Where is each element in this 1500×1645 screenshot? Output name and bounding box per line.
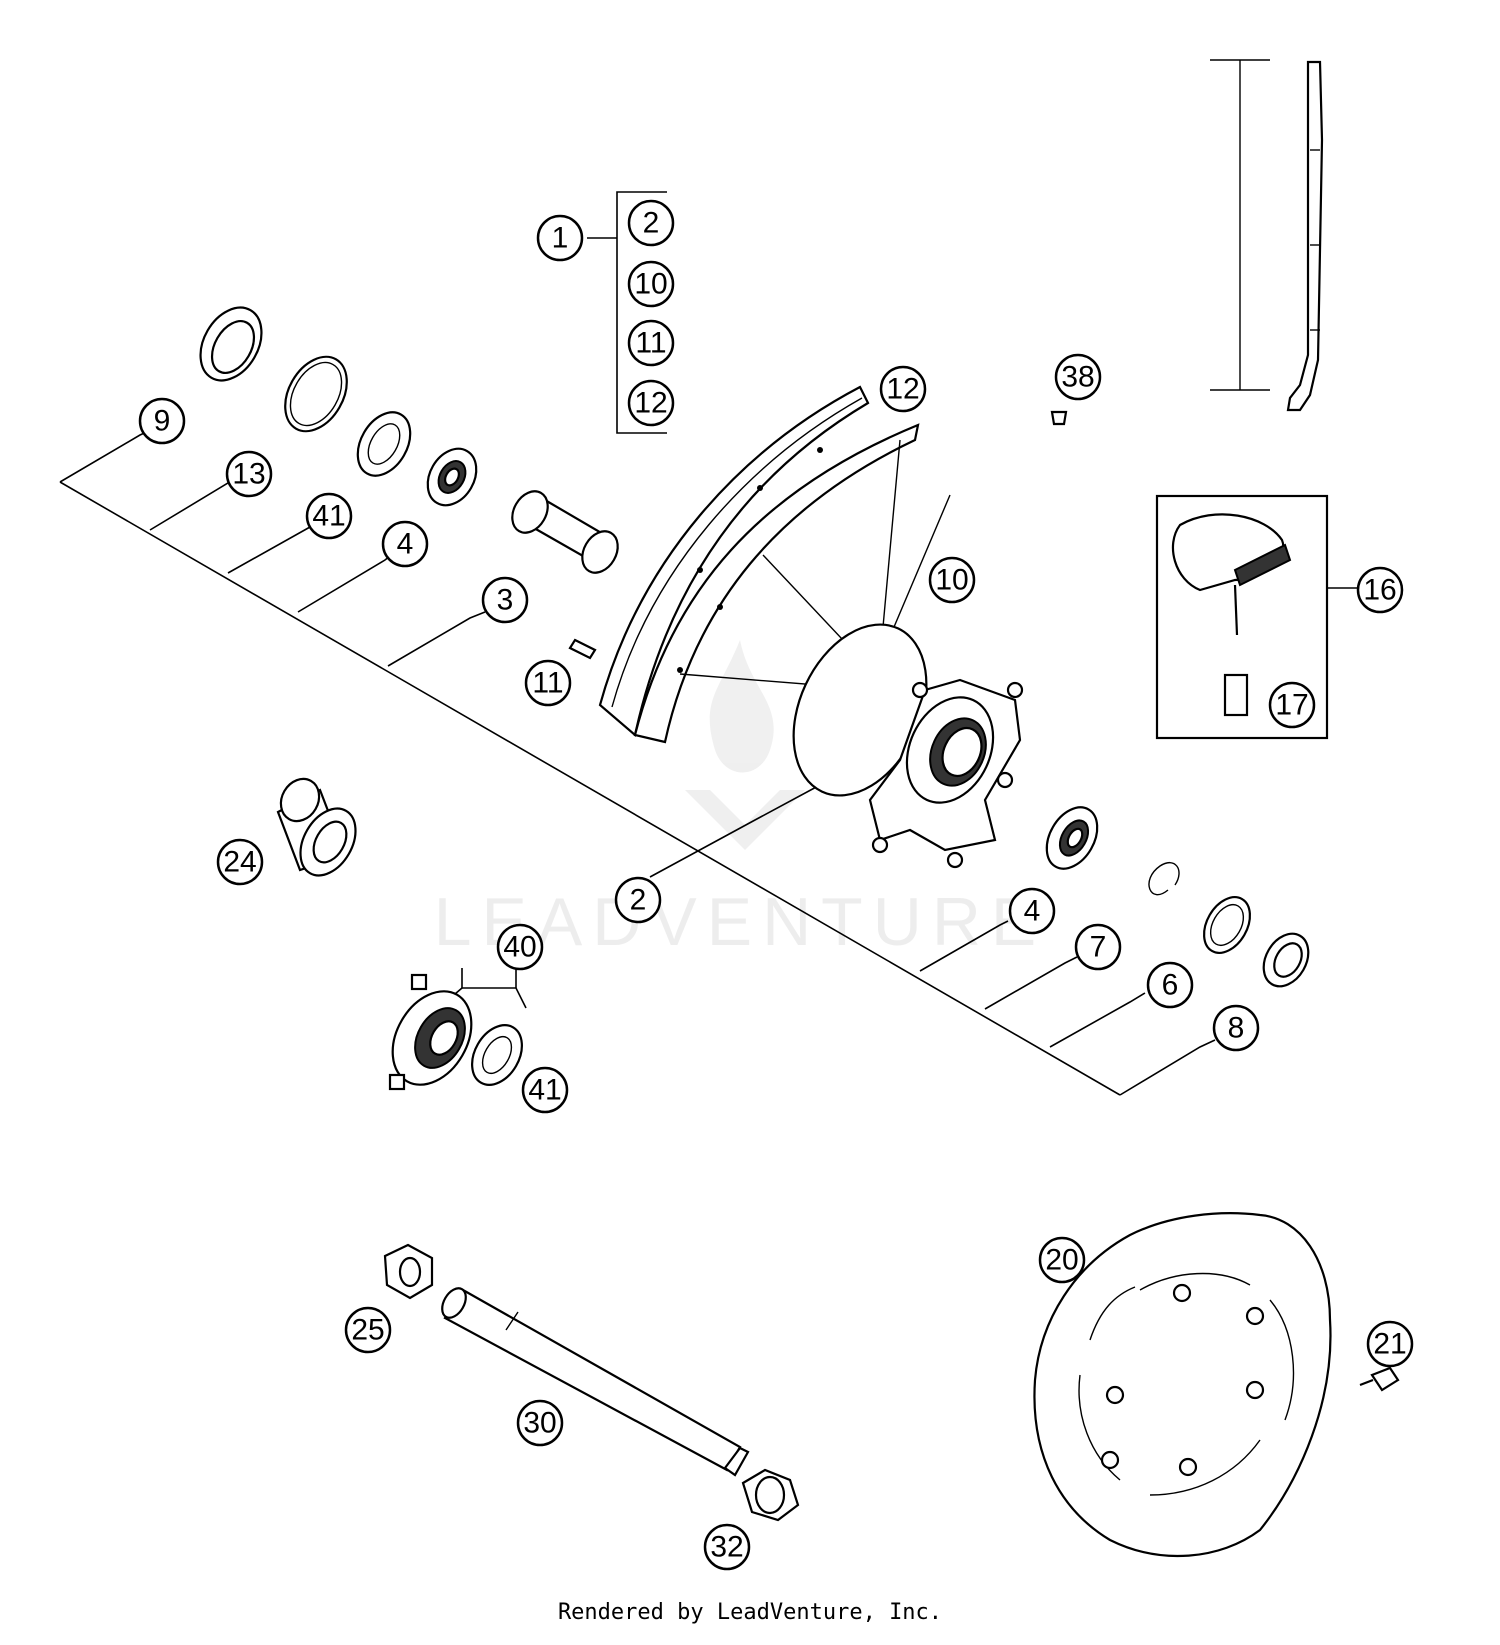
watermark: LEADVENTURE bbox=[434, 640, 1036, 960]
callout-11-label: 11 bbox=[532, 667, 563, 700]
callout-4-bottom-label: 4 bbox=[1024, 895, 1041, 928]
bearing-part bbox=[426, 447, 478, 507]
callout-41-bottom: 41 bbox=[521, 1066, 569, 1114]
speedometer-drive-part bbox=[388, 973, 473, 1091]
callout-12-label: 12 bbox=[886, 373, 919, 406]
callout-2: 2 bbox=[614, 876, 662, 924]
axle-part bbox=[441, 1287, 750, 1477]
flange-nut-part bbox=[741, 1468, 800, 1522]
callout-9-label: 9 bbox=[154, 405, 171, 438]
spacer-bushing-part bbox=[276, 777, 357, 877]
callout-24-label: 24 bbox=[223, 846, 256, 879]
callout-6-label: 6 bbox=[1162, 969, 1179, 1002]
callout-20-label: 20 bbox=[1045, 1244, 1078, 1277]
callout-1-item-2-label: 2 bbox=[643, 207, 660, 240]
callout-4-top: 4 bbox=[381, 520, 429, 568]
callout-21-label: 21 bbox=[1373, 1328, 1406, 1361]
callout-41-bottom-label: 41 bbox=[528, 1074, 561, 1107]
callout-30: 30 bbox=[516, 1399, 564, 1447]
callout-32: 32 bbox=[703, 1523, 751, 1571]
spacer-right-part bbox=[1262, 932, 1310, 988]
callout-3: 3 bbox=[481, 576, 529, 624]
callout-25-label: 25 bbox=[351, 1314, 384, 1347]
callout-38: 38 bbox=[1054, 353, 1102, 401]
callout-2-label: 2 bbox=[630, 884, 647, 917]
callout-7: 7 bbox=[1074, 923, 1122, 971]
callout-41-top-label: 41 bbox=[312, 500, 345, 533]
callout-7-label: 7 bbox=[1090, 931, 1107, 964]
callout-20: 20 bbox=[1038, 1236, 1086, 1284]
axle-nut-part bbox=[383, 1243, 434, 1300]
callout-10: 10 bbox=[928, 556, 976, 604]
callout-38-label: 38 bbox=[1061, 361, 1094, 394]
callout-9: 9 bbox=[138, 397, 186, 445]
hub-part bbox=[792, 623, 1024, 869]
brake-disc-part bbox=[1033, 1212, 1332, 1558]
callout-4-bottom: 4 bbox=[1008, 887, 1056, 935]
footer-credit: Rendered by LeadVenture, Inc. bbox=[557, 1600, 943, 1625]
callout-13-label: 13 bbox=[232, 458, 265, 491]
callout-17: 17 bbox=[1268, 681, 1316, 729]
seal-part bbox=[199, 306, 263, 382]
callout-40-label: 40 bbox=[503, 931, 536, 964]
spacer-sleeve-part bbox=[511, 490, 619, 574]
callout-10-label: 10 bbox=[935, 564, 968, 597]
assembly-leader-lines bbox=[59, 191, 1357, 1096]
callout-32-label: 32 bbox=[710, 1531, 743, 1564]
callout-25: 25 bbox=[344, 1306, 392, 1354]
circlip-part bbox=[356, 411, 412, 477]
callout-17-label: 17 bbox=[1275, 689, 1308, 722]
callout-1: 1 bbox=[536, 214, 584, 262]
callout-6: 6 bbox=[1146, 961, 1194, 1009]
callout-1-item-12-label: 12 bbox=[634, 387, 667, 420]
callout-3-label: 3 bbox=[497, 584, 514, 617]
callout-8-label: 8 bbox=[1228, 1012, 1245, 1045]
callout-40: 40 bbox=[496, 923, 544, 971]
callout-41-top: 41 bbox=[305, 492, 353, 540]
callout-1-item-2: 2 bbox=[627, 199, 675, 247]
callout-13: 13 bbox=[225, 450, 273, 498]
callout-12: 12 bbox=[879, 365, 927, 413]
callout-16-label: 16 bbox=[1363, 574, 1396, 607]
callout-30-label: 30 bbox=[523, 1407, 556, 1440]
callout-24: 24 bbox=[216, 838, 264, 886]
callout-8: 8 bbox=[1212, 1004, 1260, 1052]
retaining-ring-part bbox=[471, 1024, 523, 1086]
callout-4-top-label: 4 bbox=[397, 528, 414, 561]
rim-nipple-part bbox=[568, 638, 597, 660]
callout-1-item-11-label: 11 bbox=[635, 327, 666, 360]
callout-1-item-10: 10 bbox=[627, 260, 675, 308]
rim-plug-part bbox=[1050, 410, 1068, 426]
snap-ring-part bbox=[1148, 861, 1180, 896]
wheel-rim-part bbox=[598, 385, 920, 744]
callout-11: 11 bbox=[524, 659, 572, 707]
callout-1-item-12: 12 bbox=[627, 379, 675, 427]
seal-right-part bbox=[1202, 896, 1252, 954]
callout-1-item-10-label: 10 bbox=[634, 268, 667, 301]
spoke-dimension-part bbox=[1210, 59, 1324, 412]
callout-16: 16 bbox=[1356, 566, 1404, 614]
callout-1-label: 1 bbox=[552, 222, 569, 255]
callout-1-item-11: 11 bbox=[627, 319, 675, 367]
callout-21: 21 bbox=[1366, 1320, 1414, 1368]
o-ring-part bbox=[284, 355, 348, 433]
bearing-right-part bbox=[1045, 806, 1099, 870]
disc-screw-part bbox=[1359, 1366, 1400, 1392]
